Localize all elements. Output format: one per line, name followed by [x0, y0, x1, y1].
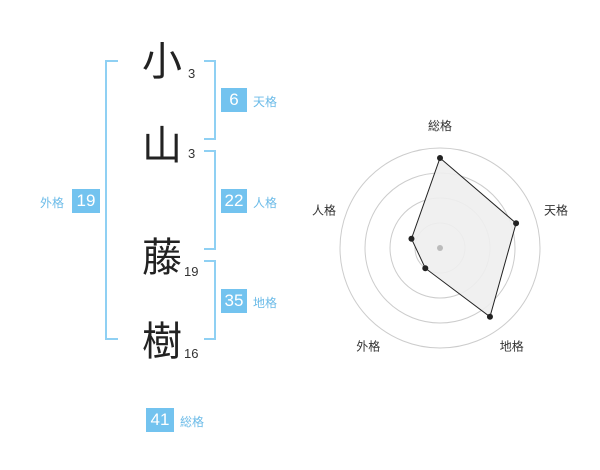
radar-point-3 — [486, 313, 493, 320]
soukaku-value: 41 — [146, 408, 174, 432]
gaikaku-value: 19 — [72, 189, 100, 213]
chikaku-label: 地格 — [253, 296, 278, 310]
jinkaku-bracket — [204, 150, 216, 250]
kanji-2: 山 — [142, 123, 182, 169]
stroke-count-3: 19 — [184, 264, 199, 279]
soukaku-label: 総格 — [180, 415, 205, 429]
radar-center-dot — [437, 245, 443, 251]
radar-axis-label-1: 総格 — [428, 118, 452, 133]
kanji-3: 藤 — [142, 235, 182, 281]
radar-axis-label-2: 天格 — [544, 202, 568, 217]
jinkaku-label: 人格 — [253, 196, 278, 210]
tenkaku-value: 6 — [221, 88, 247, 112]
stroke-count-1: 3 — [188, 66, 196, 81]
jinkaku-value: 22 — [221, 189, 247, 213]
tenkaku-bracket — [204, 60, 216, 140]
tenkaku-label: 天格 — [253, 95, 278, 109]
radar-point-2 — [513, 220, 520, 227]
radar-point-1 — [437, 155, 443, 161]
kanji-1: 小 — [142, 39, 182, 85]
stroke-count-4: 16 — [184, 346, 199, 361]
radar-axis-label-4: 外格 — [356, 339, 380, 354]
radar-axis-label-3: 地格 — [500, 339, 524, 354]
radar-area — [410, 157, 517, 318]
chikaku-value: 35 — [221, 289, 247, 313]
stroke-count-2: 3 — [188, 146, 196, 161]
radar-ring-4 — [339, 147, 541, 349]
chikaku-bracket — [204, 260, 216, 340]
kanji-4: 樹 — [142, 319, 182, 365]
gaikaku-label: 外格 — [40, 196, 65, 210]
gaikaku-bracket — [105, 60, 118, 340]
radar-point-4 — [422, 265, 429, 272]
radar-axis-label-5: 人格 — [312, 202, 336, 217]
radar-point-5 — [408, 235, 415, 242]
